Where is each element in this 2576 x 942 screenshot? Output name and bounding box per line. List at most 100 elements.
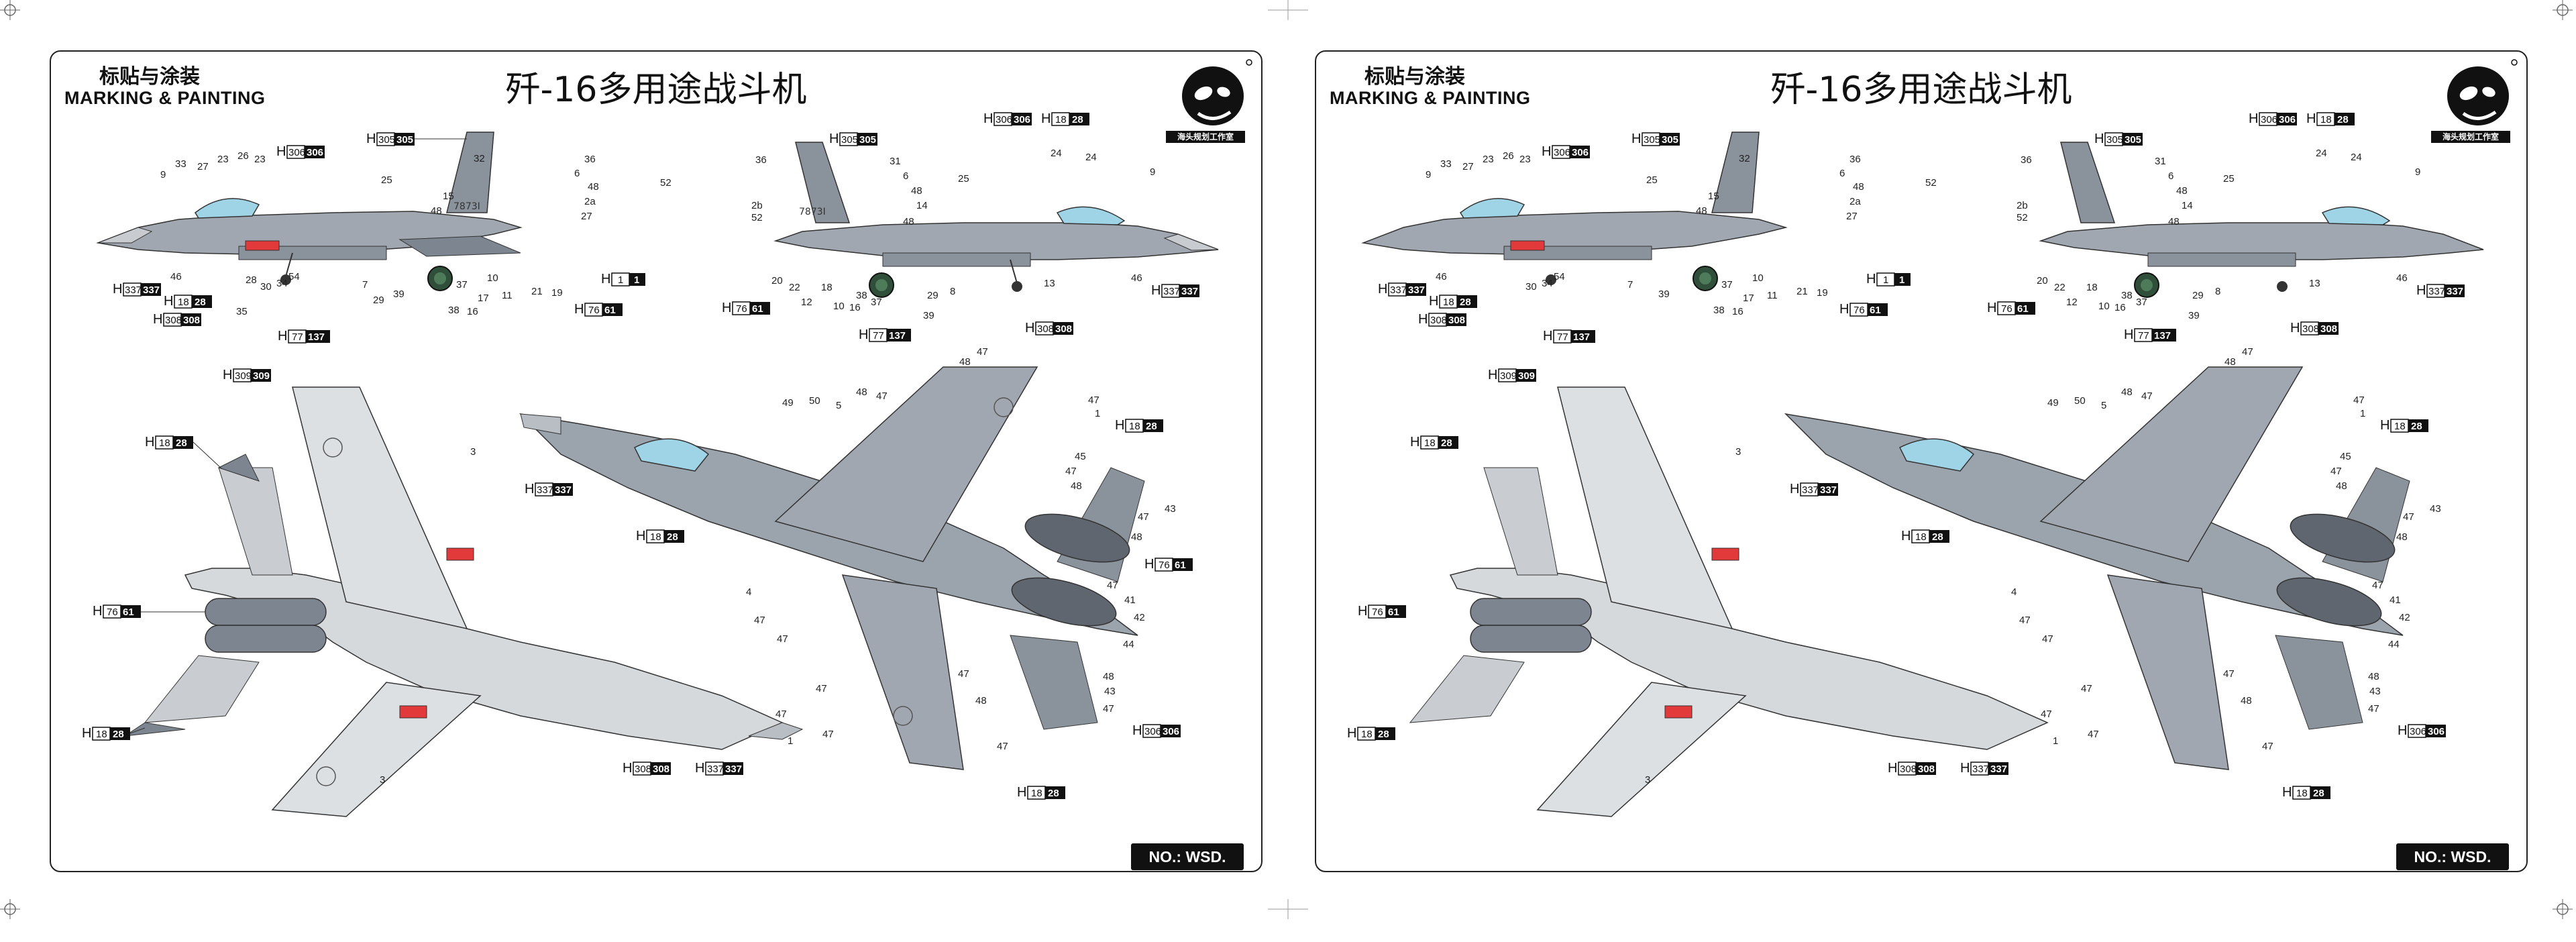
svg-text:27: 27 bbox=[1462, 161, 1474, 172]
svg-text:48: 48 bbox=[588, 181, 599, 193]
svg-text:305: 305 bbox=[841, 134, 858, 146]
svg-text:25: 25 bbox=[2223, 173, 2235, 185]
svg-text:308: 308 bbox=[1055, 323, 1072, 335]
svg-text:47: 47 bbox=[977, 346, 988, 358]
svg-text:12: 12 bbox=[2066, 297, 2078, 308]
instruction-panel-left: 标贴与涂装 MARKING & PAINTING 歼-16多用途战斗机 海头规划… bbox=[50, 50, 1263, 872]
section-title-en: MARKING & PAINTING bbox=[1330, 88, 1531, 108]
paint-chip-76-top: H 76 61 bbox=[1144, 557, 1193, 572]
svg-text:47: 47 bbox=[822, 729, 834, 740]
svg-text:H: H bbox=[1017, 785, 1026, 800]
svg-text:12: 12 bbox=[801, 297, 812, 308]
svg-text:77: 77 bbox=[292, 331, 303, 343]
svg-text:38: 38 bbox=[856, 290, 867, 301]
svg-text:3: 3 bbox=[1645, 774, 1650, 786]
svg-text:337: 337 bbox=[555, 484, 572, 496]
svg-text:47: 47 bbox=[2368, 703, 2379, 715]
svg-text:47: 47 bbox=[876, 390, 888, 402]
side-profile-left-view: 7873I bbox=[96, 132, 523, 291]
svg-text:28: 28 bbox=[246, 274, 257, 286]
svg-text:24: 24 bbox=[1051, 148, 1062, 159]
svg-text:48: 48 bbox=[903, 216, 914, 227]
svg-text:309: 309 bbox=[1500, 370, 1517, 382]
paint-chip-306-right: H 306 306 bbox=[983, 111, 1032, 126]
svg-text:16: 16 bbox=[1732, 306, 1743, 317]
svg-text:337: 337 bbox=[125, 284, 142, 296]
svg-text:H: H bbox=[695, 761, 704, 776]
svg-text:76: 76 bbox=[1372, 607, 1383, 618]
registration-mark-top-left bbox=[0, 0, 20, 20]
svg-text:76: 76 bbox=[736, 303, 747, 315]
callouts-underside: 3 3 bbox=[380, 446, 476, 786]
model-number-badge: NO.: WSD. 048001 bbox=[2396, 843, 2509, 870]
svg-text:19: 19 bbox=[1817, 287, 1828, 299]
page-title: 歼-16多用途战斗机 bbox=[505, 70, 807, 110]
svg-text:47: 47 bbox=[997, 741, 1008, 752]
svg-text:36: 36 bbox=[2021, 154, 2032, 166]
svg-text:47: 47 bbox=[2372, 580, 2383, 591]
svg-text:28: 28 bbox=[667, 531, 678, 543]
svg-text:20: 20 bbox=[2037, 275, 2048, 286]
svg-text:7873I: 7873I bbox=[453, 201, 480, 212]
svg-text:H: H bbox=[1790, 482, 1799, 496]
svg-text:43: 43 bbox=[1104, 686, 1116, 697]
paint-chip-18-top-a: H 18 28 bbox=[636, 529, 684, 543]
svg-text:306: 306 bbox=[307, 147, 323, 158]
svg-text:47: 47 bbox=[2403, 511, 2414, 523]
svg-text:52: 52 bbox=[1925, 177, 1937, 189]
svg-text:48: 48 bbox=[911, 185, 922, 197]
paint-chip-308: H 308 308 bbox=[153, 312, 201, 327]
svg-text:21: 21 bbox=[1796, 286, 1808, 297]
svg-text:308: 308 bbox=[1900, 764, 1917, 775]
svg-text:43: 43 bbox=[1165, 503, 1176, 515]
svg-text:27: 27 bbox=[581, 211, 592, 222]
svg-text:306: 306 bbox=[2410, 726, 2426, 737]
svg-text:337: 337 bbox=[2428, 286, 2445, 297]
svg-text:22: 22 bbox=[2054, 282, 2065, 293]
svg-text:10: 10 bbox=[2098, 301, 2110, 312]
paint-chip-18-underside-a: H 18 28 bbox=[145, 435, 223, 470]
svg-text:48: 48 bbox=[431, 205, 442, 217]
svg-text:47: 47 bbox=[2141, 390, 2153, 402]
svg-text:39: 39 bbox=[1658, 289, 1670, 300]
svg-text:38: 38 bbox=[448, 305, 460, 316]
svg-text:18: 18 bbox=[96, 729, 107, 740]
svg-text:37: 37 bbox=[871, 297, 882, 308]
svg-text:308: 308 bbox=[653, 764, 669, 775]
svg-text:306: 306 bbox=[2428, 726, 2445, 737]
aircraft-diagrams: 7873I H 305 305 H 306 306 H 337 337 H bbox=[82, 111, 1219, 817]
svg-text:H: H bbox=[2306, 111, 2316, 126]
svg-text:18: 18 bbox=[1031, 788, 1042, 799]
callouts-upper-surface: 49 50 5 48 47 48 47 47 1 45 47 48 47 43 … bbox=[746, 346, 1176, 752]
svg-text:47: 47 bbox=[1107, 580, 1118, 591]
svg-text:28: 28 bbox=[2337, 114, 2349, 125]
registration-mark-bottom-left bbox=[0, 899, 20, 919]
svg-text:337: 337 bbox=[707, 764, 724, 775]
svg-text:27: 27 bbox=[1846, 211, 1858, 222]
svg-text:48: 48 bbox=[2241, 695, 2252, 706]
svg-text:H: H bbox=[1358, 604, 1367, 619]
svg-text:H: H bbox=[1025, 321, 1034, 335]
svg-text:28: 28 bbox=[1378, 729, 1389, 740]
svg-text:27: 27 bbox=[197, 161, 209, 172]
svg-text:H: H bbox=[2290, 321, 2300, 335]
svg-text:19: 19 bbox=[551, 287, 563, 299]
svg-text:44: 44 bbox=[2388, 639, 2400, 650]
svg-text:7873I: 7873I bbox=[799, 207, 826, 217]
svg-text:31: 31 bbox=[2155, 156, 2166, 167]
svg-text:337: 337 bbox=[537, 484, 553, 496]
svg-text:18: 18 bbox=[650, 531, 661, 543]
paint-chip-18-right: H 18 28 bbox=[1041, 111, 1089, 126]
svg-text:25: 25 bbox=[381, 174, 392, 186]
svg-text:76: 76 bbox=[588, 305, 600, 316]
section-title-cn: 标贴与涂装 bbox=[99, 65, 200, 89]
paint-chip-76: H 76 61 bbox=[574, 302, 623, 317]
paint-chip-308-right: H 308 308 bbox=[1025, 321, 1073, 335]
svg-text:18: 18 bbox=[2086, 282, 2098, 293]
svg-text:61: 61 bbox=[123, 607, 134, 618]
registration-mark-bottom-right bbox=[2553, 899, 2573, 919]
svg-text:29: 29 bbox=[2192, 290, 2204, 301]
svg-text:1: 1 bbox=[1883, 274, 1888, 286]
svg-text:305: 305 bbox=[378, 134, 395, 146]
svg-text:6: 6 bbox=[903, 170, 908, 182]
